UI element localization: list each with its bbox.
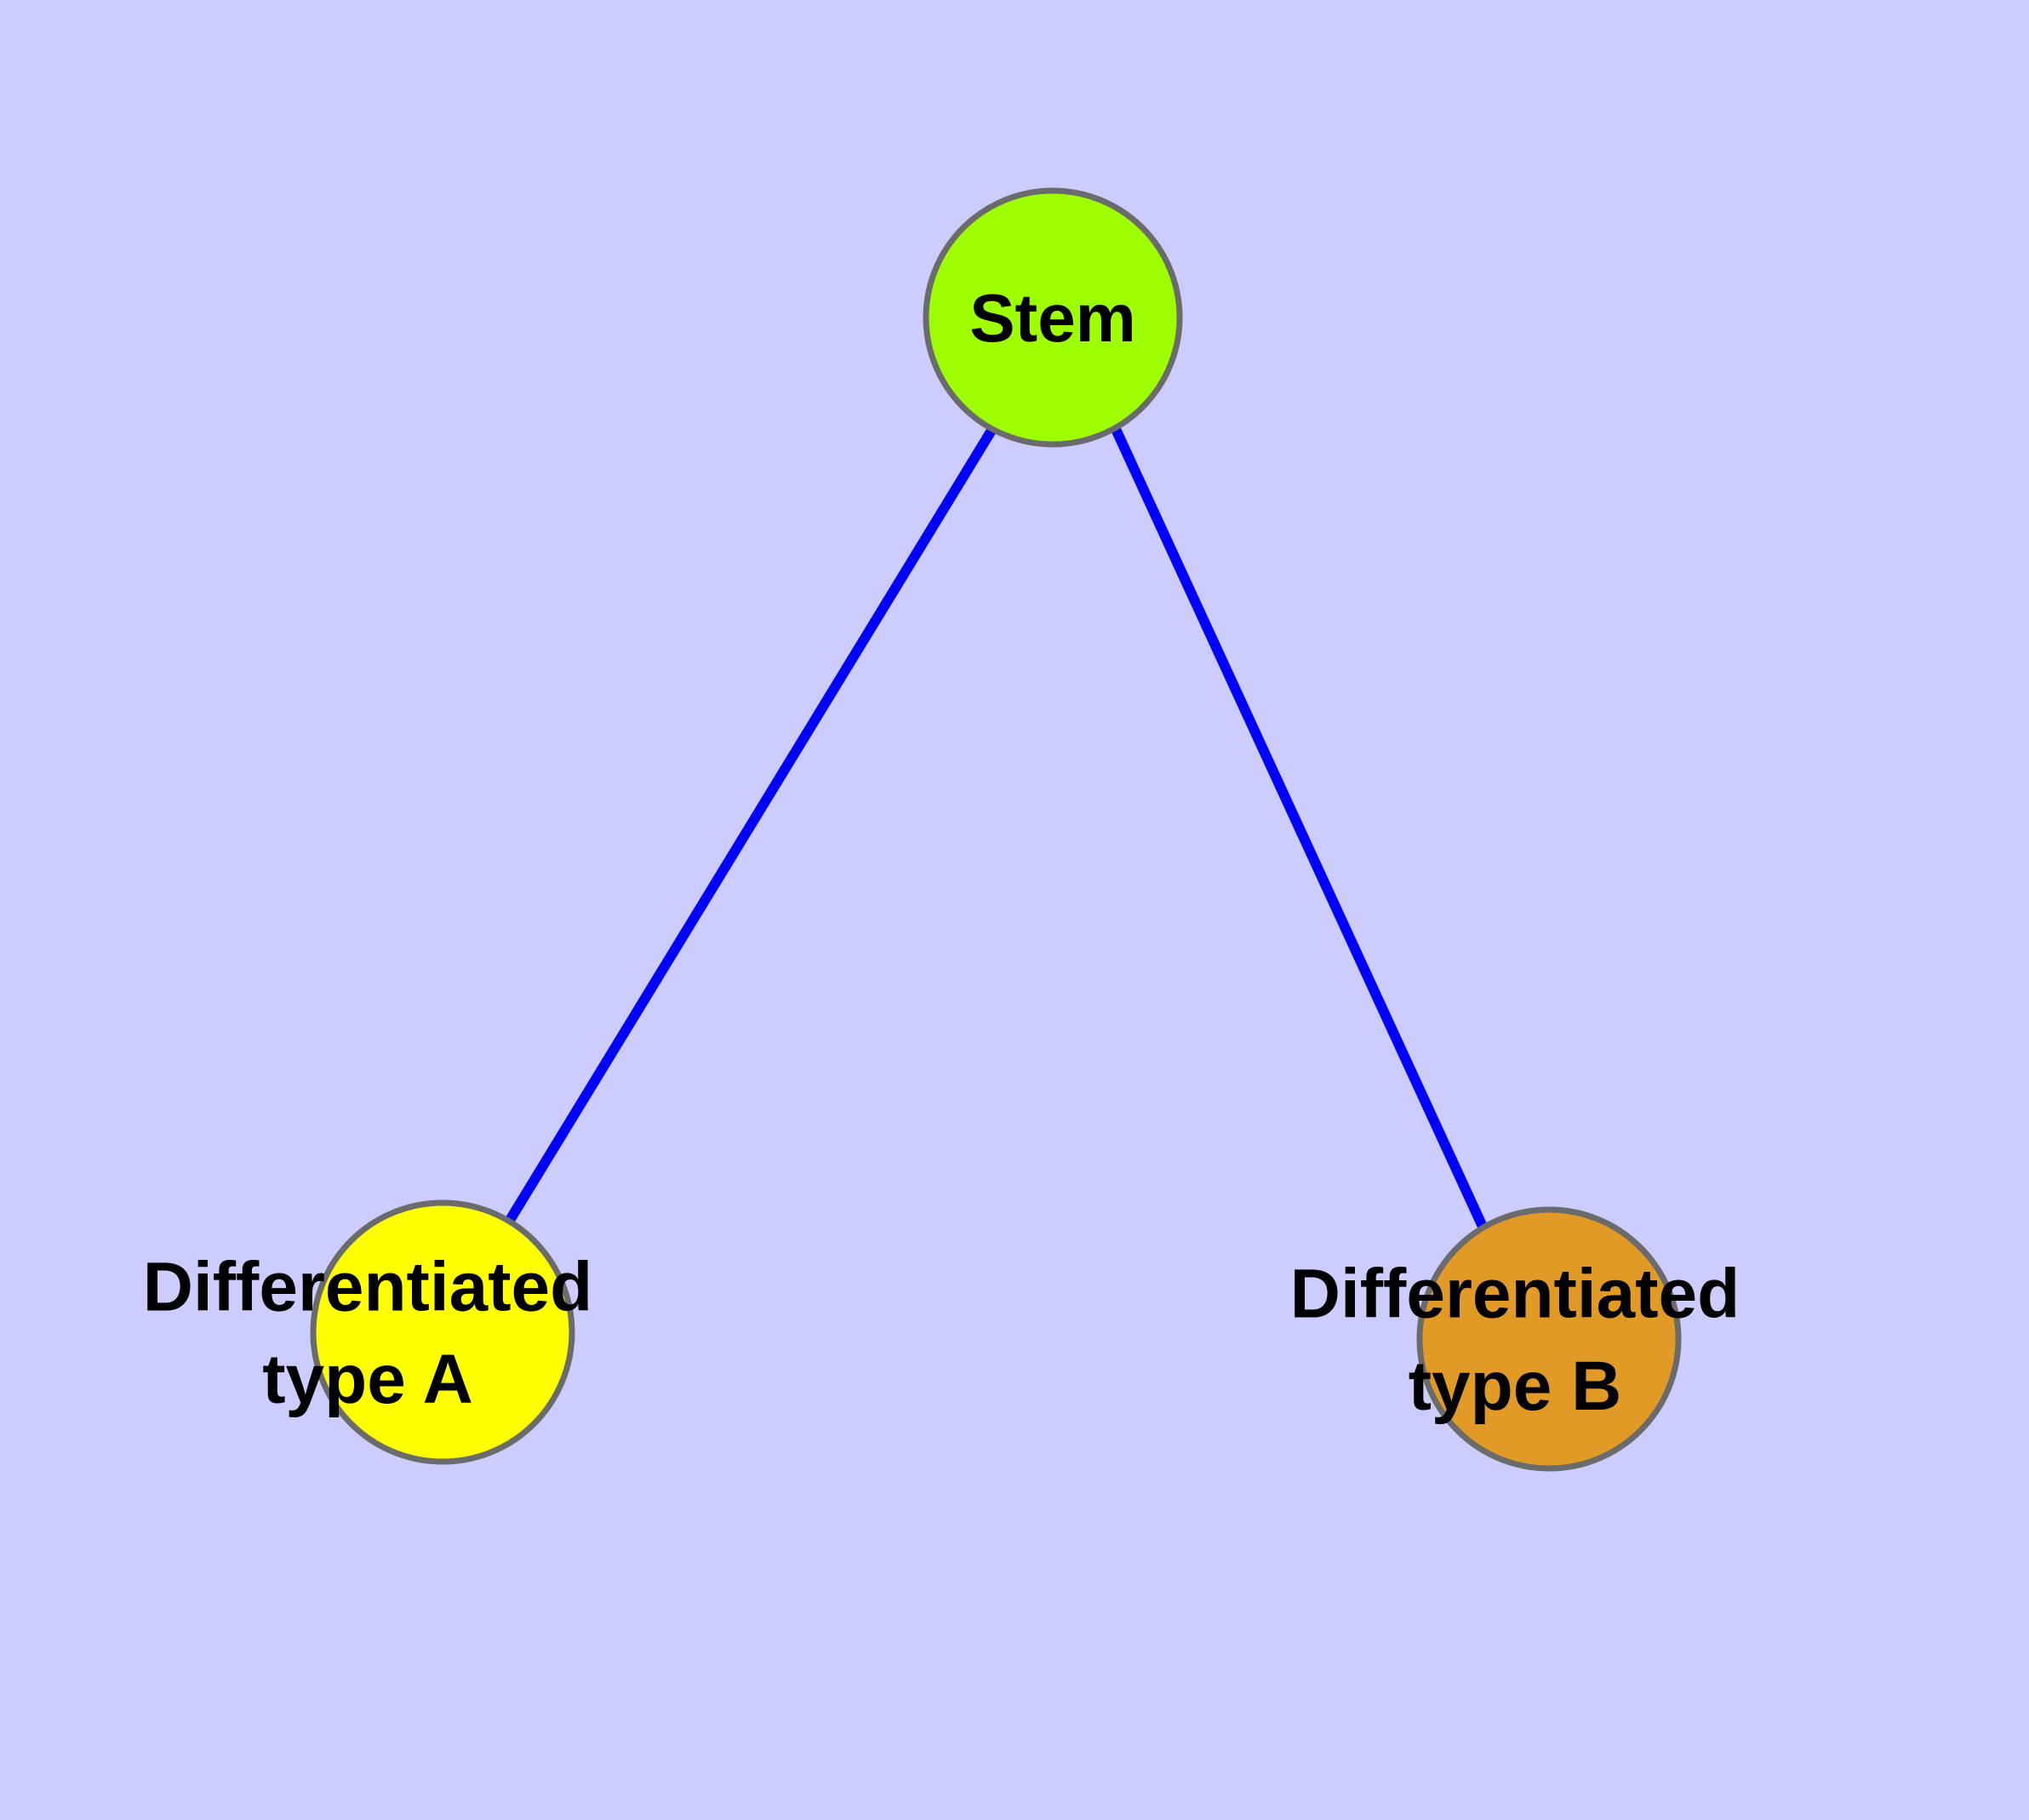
node-diff-b-circle[interactable] — [1416, 1206, 1682, 1472]
label-line: Differentiated — [1290, 1256, 1740, 1333]
edge-stem-to-diff-b[interactable] — [1110, 425, 1489, 1231]
label-line: type B — [1409, 1348, 1622, 1425]
node-diff-a-circle[interactable] — [310, 1199, 575, 1465]
label-line: Stem — [969, 280, 1136, 356]
edge-stem-to-diff-a[interactable] — [504, 426, 997, 1225]
node-diff-b[interactable] — [1416, 1206, 1682, 1472]
edges-layer — [504, 425, 1489, 1231]
node-diff-b-label: Differentiated type B — [1290, 1256, 1740, 1425]
node-stem[interactable] — [923, 187, 1183, 448]
nodes-layer — [310, 187, 1682, 1472]
node-diff-a[interactable] — [310, 1199, 575, 1465]
node-stem-label: Stem — [969, 280, 1136, 356]
node-stem-circle[interactable] — [923, 187, 1183, 448]
labels-layer: Differentiated type A Differentiated type … — [143, 280, 1740, 1425]
label-line: type A — [262, 1341, 473, 1418]
label-line: Differentiated — [143, 1249, 593, 1326]
node-diff-a-label: Differentiated type A — [143, 1249, 593, 1418]
